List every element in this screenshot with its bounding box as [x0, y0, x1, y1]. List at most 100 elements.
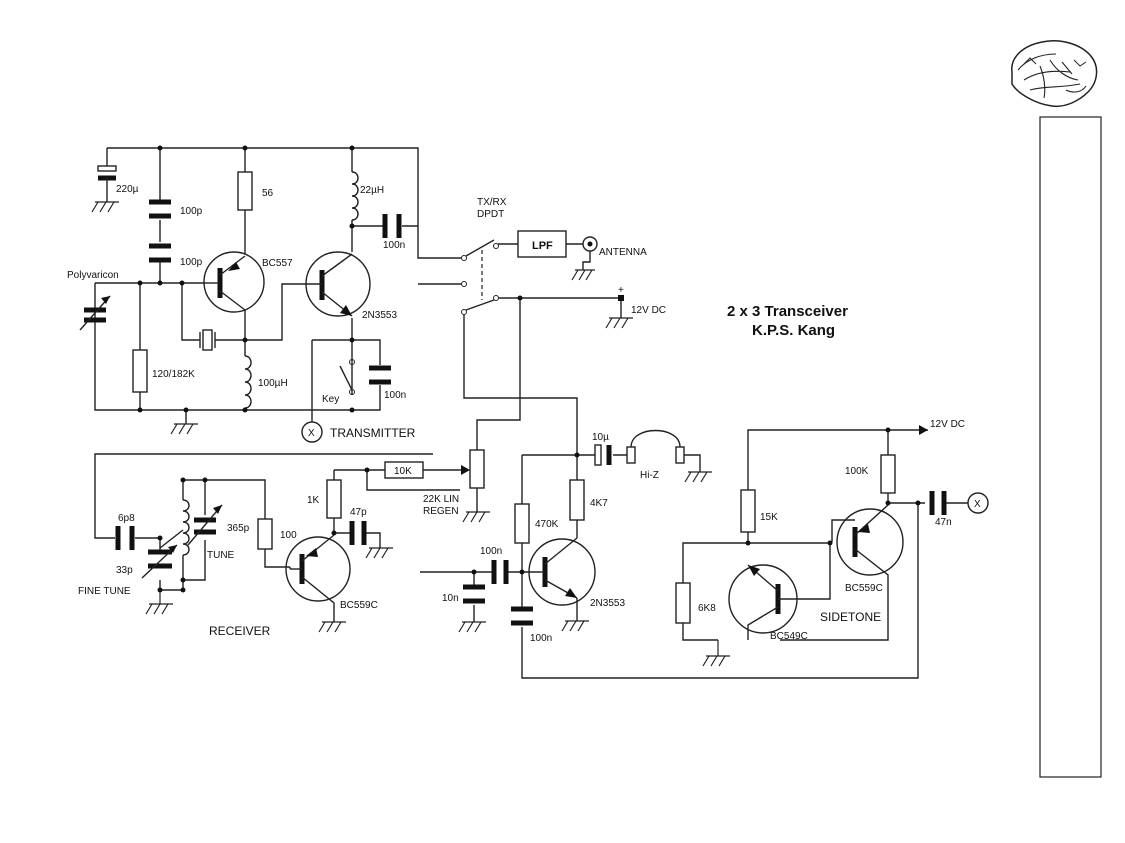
dpdt-switch	[443, 239, 499, 315]
label-100uh: 100µH	[258, 378, 288, 389]
ground-rx-coil	[145, 590, 173, 615]
transistor-bc557	[203, 251, 265, 313]
cap-33p-fine-tune	[141, 544, 178, 579]
transistor-bc559c-sidetone	[780, 504, 904, 641]
label-15k: 15K	[760, 512, 778, 523]
label-100n-d: 100n	[530, 633, 552, 644]
receiver-wiring	[94, 298, 919, 679]
inductor-22uh	[351, 171, 359, 221]
label-47p: 47p	[350, 507, 367, 518]
transistor-2n3553-tx	[302, 251, 371, 317]
pot-22k-regen	[460, 449, 490, 523]
label-120-182k: 120/182K	[152, 369, 195, 380]
label-tune: TUNE	[207, 550, 235, 561]
label-bc559c-a: BC559C	[340, 600, 378, 611]
cap-100p-a	[149, 199, 171, 219]
side-panel	[1039, 116, 1102, 778]
cap-47n	[929, 491, 947, 515]
label-fine-tune: FINE TUNE	[78, 586, 131, 597]
morse-key	[339, 359, 355, 395]
junction-dots-sidetone	[745, 427, 921, 546]
ground-bc559c-rx	[318, 621, 346, 633]
label-100p-b: 100p	[180, 257, 203, 268]
title-line2: K.P.S. Kang	[752, 322, 835, 339]
label-hi-z: Hi-Z	[640, 470, 659, 481]
resistor-1k	[326, 479, 342, 519]
label-100k: 100K	[845, 466, 869, 477]
label-bc549c: BC549C	[770, 631, 808, 642]
label-6k8: 6K8	[698, 603, 716, 614]
label-22k-lin: 22K LIN	[423, 494, 459, 505]
lpf-box	[517, 230, 567, 258]
label-regen: REGEN	[423, 506, 459, 517]
inductor-rx-coil	[182, 499, 190, 556]
label-bc559c-b: BC559C	[845, 583, 883, 594]
label-22uh: 22µH	[360, 185, 384, 196]
transmitter-wiring	[94, 147, 443, 424]
resistor-100	[257, 518, 273, 550]
label-x-sidetone: X	[974, 499, 981, 510]
cap-47p	[349, 521, 367, 545]
ground-47p	[365, 547, 393, 559]
junction-dots	[137, 145, 580, 593]
label-x-tx: X	[308, 428, 315, 439]
polyvaricon	[79, 295, 111, 331]
label-1k: 1K	[307, 495, 320, 506]
ground-sidetone	[702, 640, 730, 667]
resistor-120-182k	[132, 349, 148, 393]
inductor-100uh	[244, 355, 252, 409]
antenna-connector	[571, 236, 598, 281]
terminal-x-tx	[301, 421, 323, 443]
label-6p8: 6p8	[118, 513, 135, 524]
resistor-56	[237, 171, 253, 211]
label-470k: 470K	[535, 519, 559, 530]
transistor-bc559c-rx	[285, 534, 351, 622]
label-56: 56	[262, 188, 274, 199]
resistor-6k8	[675, 582, 691, 624]
label-4k7: 4K7	[590, 498, 608, 509]
ground-tx	[170, 423, 198, 435]
label-receiver: RECEIVER	[209, 624, 271, 638]
label-lpf: LPF	[532, 240, 553, 252]
title-line1: 2 x 3 Transceiver	[727, 303, 848, 320]
crystal	[199, 329, 216, 351]
label-220u: 220µ	[116, 184, 139, 195]
label-365p: 365p	[227, 523, 250, 534]
label-100n-b: 100n	[384, 390, 406, 401]
label-txrx: TX/RX	[477, 197, 507, 208]
cap-220u	[91, 165, 119, 213]
label-2n3553-a: 2N3553	[362, 310, 397, 321]
label-2n3553-b: 2N3553	[590, 598, 625, 609]
cap-6p8	[115, 526, 135, 550]
label-transmitter: TRANSMITTER	[330, 426, 416, 440]
cap-10u	[594, 444, 612, 466]
headphones-hi-z	[626, 429, 712, 483]
label-10n: 10n	[442, 593, 459, 604]
label-100n-a: 100n	[383, 240, 405, 251]
resistor-15k	[740, 489, 756, 533]
label-12v-a: 12V DC	[631, 305, 666, 316]
label-12v-b: 12V DC	[930, 419, 965, 430]
label-33p: 33p	[116, 565, 133, 576]
label-antenna: ANTENNA	[599, 247, 647, 258]
label-100: 100	[280, 530, 297, 541]
cap-100n-b	[369, 365, 391, 385]
label-10k: 10K	[394, 466, 412, 477]
cap-100n-c	[491, 560, 509, 584]
resistor-100k	[880, 454, 896, 494]
label-key: Key	[322, 394, 339, 405]
sidetone-wiring	[682, 425, 968, 641]
ground-10n	[458, 621, 486, 633]
cap-100n-d	[511, 606, 533, 626]
label-dpdt: DPDT	[477, 209, 504, 220]
cap-10n	[463, 584, 485, 604]
label-bc557: BC557	[262, 258, 293, 269]
cap-100n-a	[382, 214, 402, 238]
transistor-bc549c	[728, 543, 831, 640]
label-plus: +	[618, 285, 624, 296]
resistor-4k7	[569, 479, 585, 521]
supply-12v-a	[498, 295, 633, 329]
transistor-2n3553-rx	[528, 537, 596, 606]
